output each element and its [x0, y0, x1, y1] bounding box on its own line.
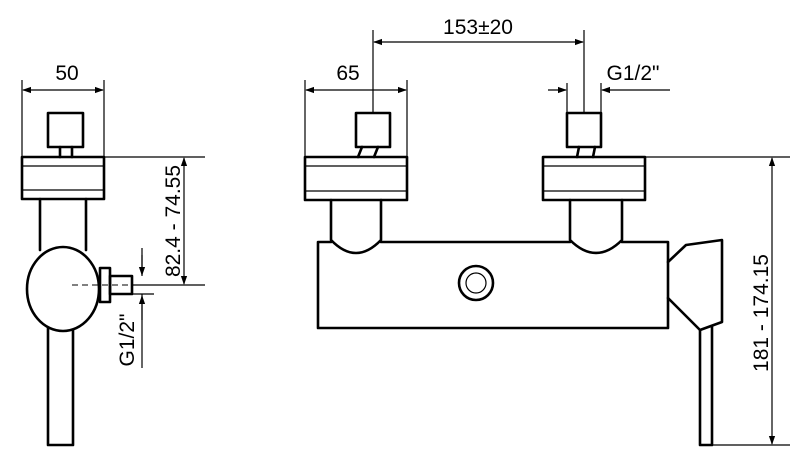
side-view-body [20, 111, 140, 447]
side-thread-dimension: G1/2" [116, 248, 154, 368]
mixer-outlet-ring [457, 264, 495, 302]
right-inlet-nut [565, 111, 603, 149]
front-right-connector [541, 111, 647, 255]
front-view: 153±20 65 G1/2" 181 - 174.15 [303, 16, 790, 447]
side-width-label: 50 [55, 62, 78, 85]
front-thread-label: G1/2" [607, 62, 660, 85]
right-neck [568, 198, 624, 255]
front-thread-dimension: G1/2" [548, 62, 670, 113]
side-height-label: 82.4 - 74.55 [162, 165, 185, 277]
left-neck [329, 198, 383, 255]
front-width-label: 65 [336, 62, 359, 85]
front-left-connector [303, 111, 409, 255]
side-height-dimension: 82.4 - 74.55 [104, 156, 205, 286]
lever-arm [698, 324, 714, 447]
front-width-dimension: 65 [304, 62, 408, 157]
front-lever-handle [666, 238, 724, 447]
spacing-dimension: 153±20 [372, 16, 585, 113]
spacing-label: 153±20 [443, 16, 513, 39]
side-view: 50 82.4 - 74.55 G1/2" [20, 62, 205, 447]
side-body-tube [38, 197, 88, 252]
lever-hub [666, 238, 724, 332]
mixer-body [316, 240, 670, 330]
left-eccentric-block [303, 155, 409, 202]
side-handle-lever [46, 316, 75, 447]
side-inlet-nut [46, 111, 85, 149]
right-eccentric-block [541, 155, 647, 202]
side-thread-label: G1/2" [116, 314, 139, 367]
side-width-dimension: 50 [21, 62, 105, 157]
front-mixer-body [316, 240, 670, 330]
front-height-dimension: 181 - 174.15 [645, 156, 790, 446]
side-eccentric-block [20, 155, 106, 201]
front-height-label: 181 - 174.15 [750, 254, 773, 372]
left-inlet-nut [354, 111, 392, 149]
side-oval-disc [25, 245, 101, 333]
